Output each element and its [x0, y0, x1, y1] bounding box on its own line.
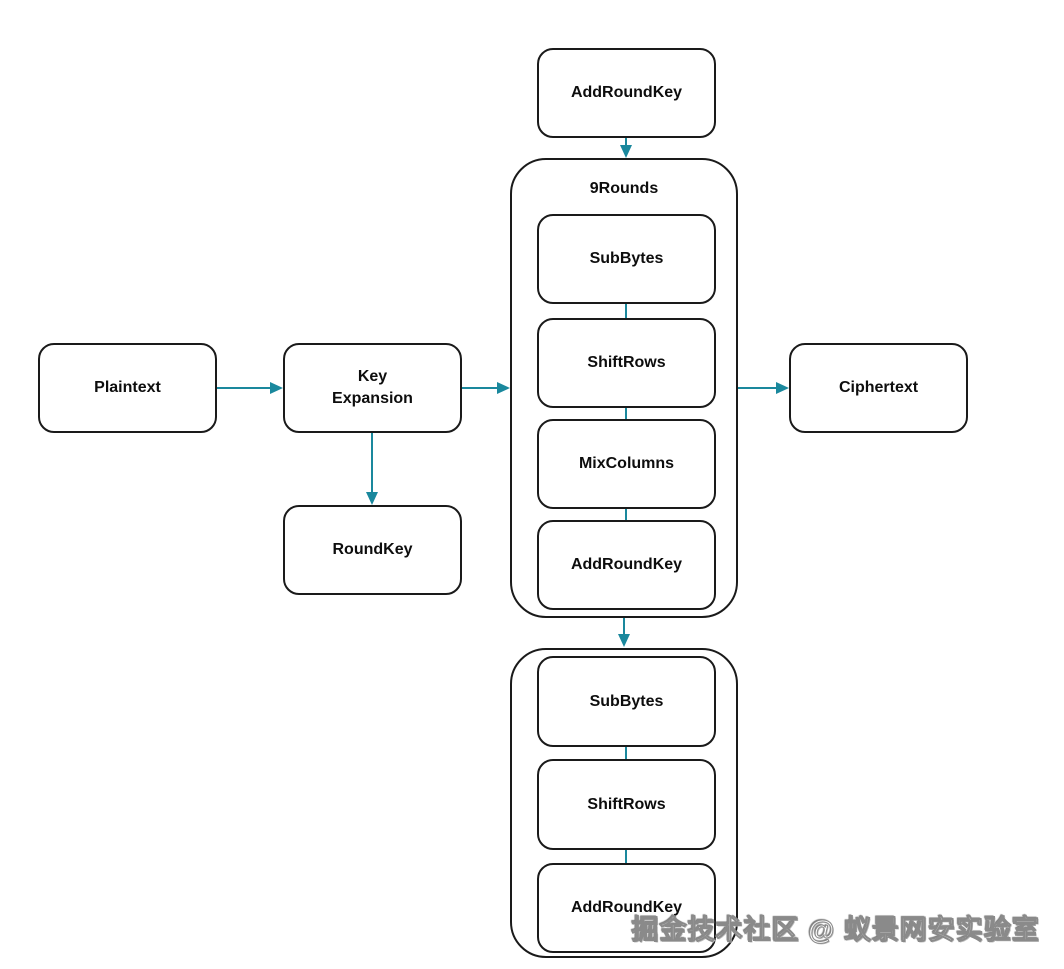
arrow-plaintext-to-key-expansion	[217, 382, 283, 394]
node-plaintext: Plaintext	[38, 343, 217, 433]
node-ciphertext: Ciphertext	[789, 343, 968, 433]
node-shift-rows-1: ShiftRows	[537, 318, 716, 408]
arrow-rounds-to-ciphertext	[738, 382, 789, 394]
node-round-key: RoundKey	[283, 505, 462, 595]
node-shift-rows-2: ShiftRows	[537, 759, 716, 850]
node-add-round-key-1: AddRoundKey	[537, 520, 716, 610]
node-key-expansion: Key Expansion	[283, 343, 462, 433]
node-initial-add-round-key: AddRoundKey	[537, 48, 716, 138]
node-sub-bytes-2: SubBytes	[537, 656, 716, 747]
node-add-round-key-2: AddRoundKey	[537, 863, 716, 953]
watermark-text: 掘金技术社区 @ 蚁景网安实验室	[631, 915, 1040, 946]
arrow-key-expansion-to-rounds	[462, 382, 510, 394]
group-9rounds-label: 9Rounds	[589, 180, 659, 197]
node-mix-columns: MixColumns	[537, 419, 716, 509]
arrow-rounds-to-final-round	[618, 618, 630, 647]
arrow-add-round-key-to-rounds	[620, 138, 632, 158]
node-sub-bytes-1: SubBytes	[537, 214, 716, 304]
arrow-key-expansion-to-round-key	[366, 433, 378, 505]
